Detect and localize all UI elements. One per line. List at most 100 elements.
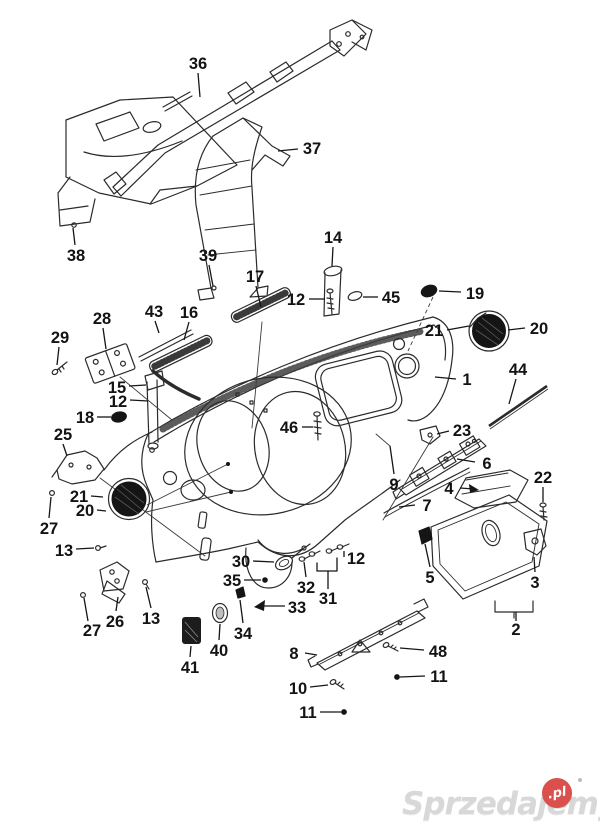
leader-line-28-13 xyxy=(102,327,107,350)
leader-line-19-8 xyxy=(438,290,462,293)
leader-line-41-45 xyxy=(189,645,192,658)
part-label-12-6: 12 xyxy=(287,291,305,309)
part-label-10-49: 10 xyxy=(289,680,307,698)
screw-12-top xyxy=(326,288,334,294)
label-2-bracket xyxy=(494,600,534,619)
center-support-frame xyxy=(194,117,291,301)
part-label-40-44: 40 xyxy=(210,642,228,660)
part-label-19-8: 19 xyxy=(466,285,484,303)
leader-line-27-33 xyxy=(48,496,52,519)
clip-5 xyxy=(418,526,433,545)
speaker-right xyxy=(468,310,510,352)
screw-22 xyxy=(539,502,547,508)
part-label-28-13: 28 xyxy=(93,310,111,328)
fasteners-bottom xyxy=(329,641,400,715)
glovebox-bin-4 xyxy=(454,469,529,509)
pad-45 xyxy=(347,291,363,301)
part-label-39-3: 39 xyxy=(199,247,217,265)
trim-strip-44 xyxy=(488,384,549,430)
watermark: Sprzedajemy .pl xyxy=(402,775,600,828)
part-label-12-41: 12 xyxy=(347,550,365,568)
part-label-12-16: 12 xyxy=(109,393,127,411)
part-label-18-17: 18 xyxy=(76,409,94,427)
part-label-33-42: 33 xyxy=(288,599,306,617)
part-label-30-37: 30 xyxy=(232,553,250,571)
leader-line-48-47 xyxy=(399,647,425,651)
leader-arrow-33 xyxy=(254,600,265,611)
screw-10 xyxy=(329,678,337,686)
glovebox-assembly xyxy=(418,469,548,619)
leader-line-9-23 xyxy=(389,445,395,475)
part-label-29-14: 29 xyxy=(51,329,69,347)
screw-39 xyxy=(211,285,217,291)
part-label-7-24: 7 xyxy=(422,497,431,515)
part-label-46-51: 46 xyxy=(280,419,298,437)
part-label-16-12: 16 xyxy=(180,304,198,322)
part-label-5-27: 5 xyxy=(425,569,434,587)
speaker-left xyxy=(107,462,233,521)
part-label-44-20: 44 xyxy=(509,361,528,379)
leader-line-10-49 xyxy=(309,684,329,688)
leader-line-25-18 xyxy=(62,443,68,457)
part-label-31-40: 31 xyxy=(319,590,337,608)
point-11-right xyxy=(394,674,400,680)
screw-27a xyxy=(48,490,55,497)
screws-13 xyxy=(94,544,150,590)
screw-29 xyxy=(51,361,68,376)
part-label-25-18: 25 xyxy=(54,426,72,444)
part-label-22-26: 22 xyxy=(534,469,552,487)
crossbar-beam xyxy=(103,19,373,197)
lower-rail-8 xyxy=(307,598,429,671)
leader-line-34-43 xyxy=(239,599,244,624)
leader-line-17-4 xyxy=(255,285,262,308)
part-label-11-50: 11 xyxy=(299,704,316,722)
leader-line-14-5 xyxy=(331,246,334,267)
leader-line-21-34 xyxy=(90,495,104,498)
passenger-airbag-opening xyxy=(314,350,403,427)
grommet-18 xyxy=(111,411,127,423)
leader-line-16-12 xyxy=(183,321,190,341)
leader-line-23-21 xyxy=(436,430,450,435)
screw-46 xyxy=(313,411,322,441)
leader-line-40-44 xyxy=(218,623,221,641)
part-label-14-5: 14 xyxy=(324,229,343,247)
leader-line-39-3 xyxy=(208,264,214,287)
part-label-17-4: 17 xyxy=(246,268,264,286)
part-label-32-39: 32 xyxy=(297,579,315,597)
screw-27b xyxy=(79,591,86,598)
part-label-13-32: 13 xyxy=(55,542,73,560)
part-label-23-21: 23 xyxy=(453,422,471,440)
leader-line-13-36 xyxy=(145,586,152,609)
part-label-26-30: 26 xyxy=(106,613,124,631)
part-label-3-28: 3 xyxy=(530,574,539,592)
leader-line-20-10 xyxy=(507,327,526,331)
knob-40 xyxy=(211,602,229,624)
label-31-bracket xyxy=(316,557,338,572)
leader-arrow-4 xyxy=(469,484,479,493)
part-label-35-38: 35 xyxy=(223,572,241,590)
part-label-2-29: 2 xyxy=(511,621,520,639)
leader-line-27-31 xyxy=(83,597,89,622)
part-label-21-9: 21 xyxy=(425,322,443,340)
trim-strip-7 xyxy=(383,467,471,518)
part-label-37-1: 37 xyxy=(303,140,321,158)
dashboard-body xyxy=(103,316,454,589)
part-label-21-34: 21 xyxy=(70,488,88,506)
part-label-20-10: 20 xyxy=(530,320,548,338)
leader-line-29-14 xyxy=(56,346,60,366)
column-controls xyxy=(235,543,350,599)
part-label-38-2: 38 xyxy=(67,247,85,265)
grommet-19 xyxy=(407,284,438,352)
vent-duct-14 xyxy=(323,265,343,317)
leader-line-12-16 xyxy=(129,399,149,402)
leader-line-1-19 xyxy=(434,376,457,380)
leader-line-21-9 xyxy=(446,325,470,331)
part-label-11-48: 11 xyxy=(430,668,447,686)
mount-rail-6 xyxy=(382,435,487,521)
screw-48 xyxy=(382,641,390,649)
part-label-27-31: 27 xyxy=(83,622,101,640)
part-label-34-43: 34 xyxy=(234,625,253,643)
leader-line-8-46 xyxy=(304,652,318,656)
part-label-48-47: 48 xyxy=(429,643,447,661)
